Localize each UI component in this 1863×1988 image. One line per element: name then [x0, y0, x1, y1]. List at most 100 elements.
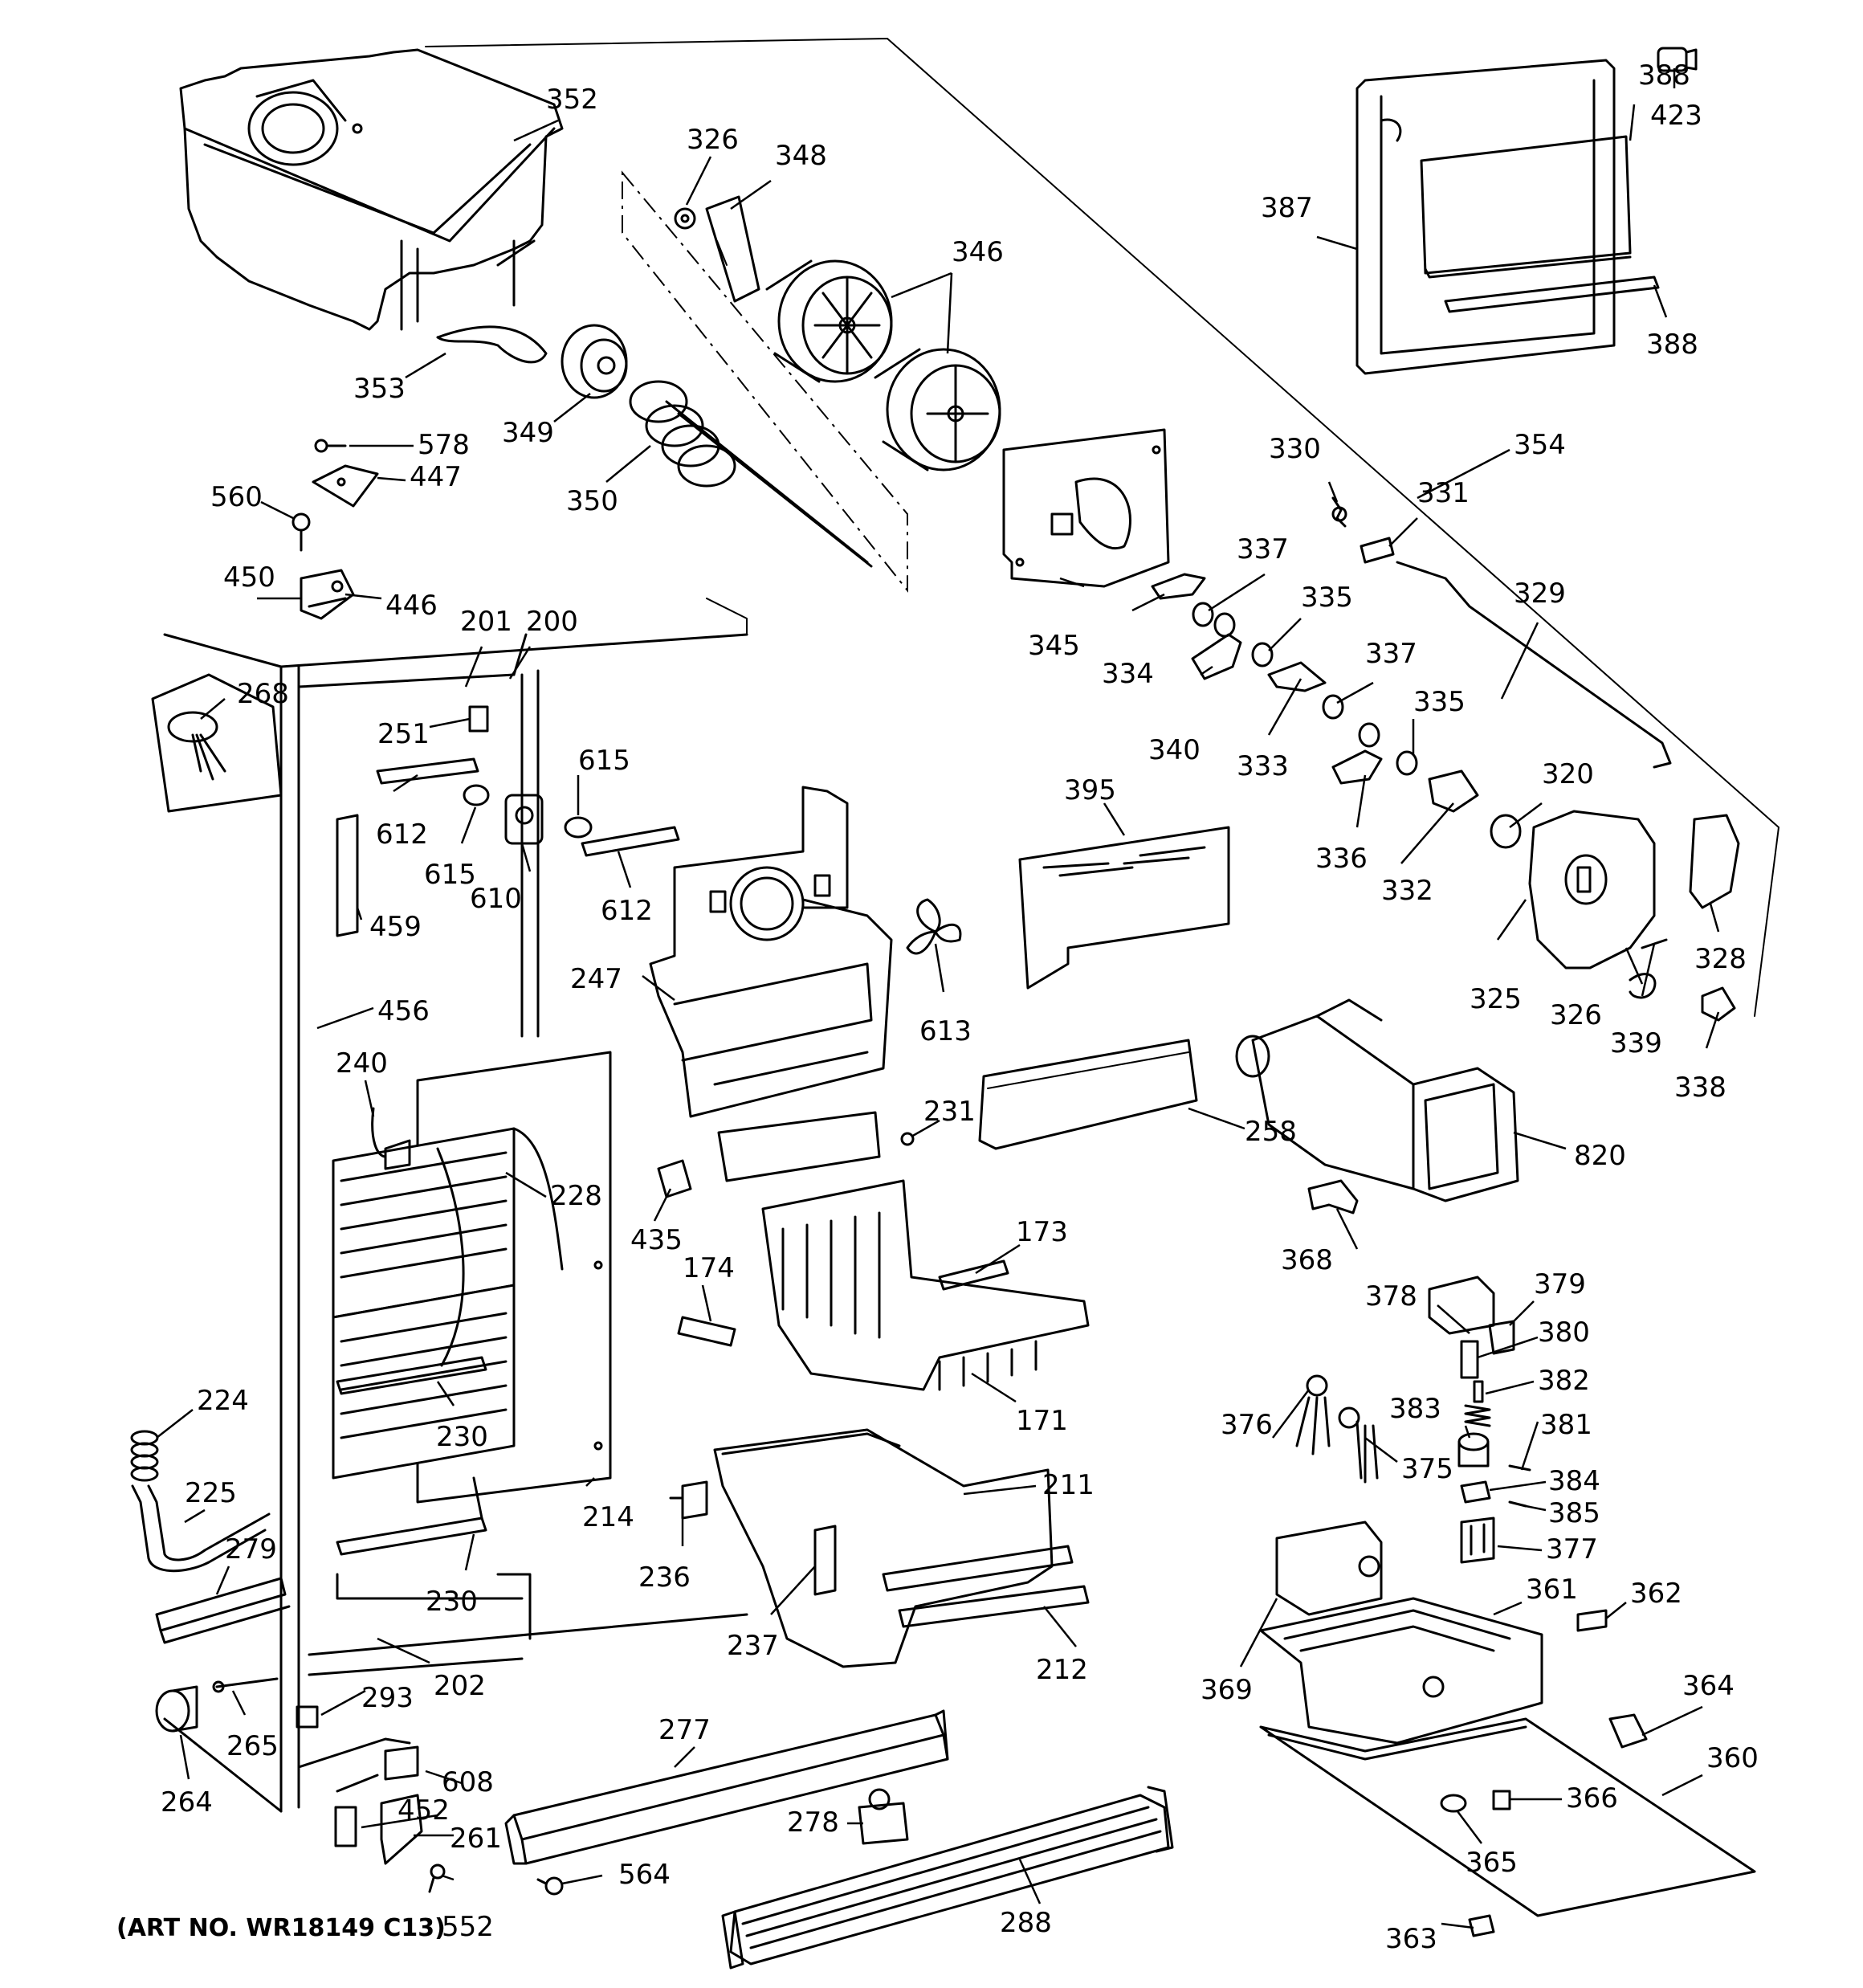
callout-225: 225: [185, 1477, 237, 1509]
callout-375: 375: [1401, 1453, 1453, 1485]
spring-383: [1464, 1404, 1491, 1427]
clip-326: [1629, 973, 1657, 999]
screw-560: [291, 512, 311, 552]
heater-230: [336, 1356, 487, 1556]
plate-452: [334, 1806, 357, 1847]
callout-320: 320: [1542, 758, 1594, 790]
callout-334: 334: [1102, 658, 1154, 690]
solenoid-378: [1428, 1276, 1495, 1335]
callout-237: 237: [727, 1630, 779, 1662]
callout-352: 352: [546, 84, 598, 116]
callout-labels: 352 326 348 346 388 423 387 388 353 349 …: [161, 59, 1759, 1955]
callout-366: 366: [1566, 1782, 1618, 1815]
spacer-320: [1490, 814, 1522, 849]
callout-564: 564: [618, 1859, 671, 1891]
callout-349: 349: [502, 417, 554, 449]
callout-378: 378: [1365, 1280, 1417, 1312]
fitting-364: [1608, 1713, 1648, 1749]
callout-332: 332: [1381, 875, 1433, 907]
plate-348: [705, 195, 760, 303]
motor-housing-325: [1528, 810, 1656, 970]
callout-279: 279: [225, 1533, 277, 1565]
callout-423: 423: [1650, 100, 1702, 132]
callout-452: 452: [397, 1794, 450, 1827]
callout-174: 174: [683, 1252, 735, 1284]
callout-212: 212: [1036, 1654, 1088, 1686]
tray-360: [1259, 1717, 1756, 1917]
callout-435: 435: [630, 1224, 683, 1256]
callout-231: 231: [923, 1096, 976, 1128]
fan-blade-613: [906, 898, 962, 955]
callout-388-bottom: 388: [1646, 329, 1698, 361]
callout-236: 236: [638, 1561, 691, 1594]
callout-369: 369: [1201, 1674, 1253, 1706]
rod-329: [1396, 561, 1672, 769]
callout-612-right: 612: [601, 895, 653, 927]
cabinet-outline: [163, 38, 1779, 1813]
callout-388-top: 388: [1638, 59, 1690, 92]
leader-lines: [156, 68, 1720, 1929]
switch-251: [468, 705, 489, 733]
storage-bin-211: [713, 1428, 1074, 1668]
lever-331: [1360, 537, 1395, 564]
nut-384: [1460, 1480, 1491, 1504]
bracket-447: [312, 464, 379, 508]
callout-381: 381: [1540, 1409, 1592, 1441]
cover-328: [1689, 814, 1740, 909]
light-socket-inset-268: [151, 673, 283, 813]
callout-456: 456: [377, 995, 430, 1027]
clip-435: [657, 1159, 692, 1198]
cover-258: [978, 1039, 1198, 1150]
callout-330: 330: [1269, 433, 1321, 465]
callout-340: 340: [1148, 734, 1201, 766]
callout-361: 361: [1526, 1574, 1578, 1606]
bracket-612-right: [581, 826, 680, 857]
clip-368: [1307, 1179, 1359, 1214]
callout-264: 264: [161, 1786, 213, 1819]
callout-395: 395: [1064, 774, 1116, 806]
rail-277: [504, 1709, 949, 1865]
callout-335-upper: 335: [1301, 582, 1353, 614]
callout-240: 240: [336, 1047, 388, 1080]
bracket-362: [1576, 1609, 1608, 1632]
callout-326-right: 326: [1550, 999, 1602, 1031]
trim-212: [898, 1585, 1090, 1628]
dispenser-door-387: [1355, 59, 1660, 375]
motor-369: [1275, 1521, 1383, 1616]
callout-337-lower: 337: [1365, 638, 1417, 670]
callout-608: 608: [442, 1766, 494, 1798]
bushing-615-right: [564, 816, 593, 839]
bracket-338: [1701, 986, 1736, 1022]
callout-368: 368: [1281, 1244, 1333, 1276]
callout-338: 338: [1674, 1072, 1726, 1104]
panel-395: [1018, 826, 1230, 990]
rail-279: [155, 1577, 291, 1644]
wire-353: [436, 325, 548, 364]
callout-224: 224: [197, 1385, 249, 1417]
ice-maker-820: [1235, 998, 1519, 1202]
cam-332: [1428, 769, 1479, 813]
hinge-293: [296, 1705, 319, 1729]
callout-278: 278: [787, 1806, 839, 1839]
bushing-376: [1295, 1374, 1331, 1455]
callout-447: 447: [410, 461, 462, 493]
gear-334: [1151, 573, 1206, 600]
sleeve-380: [1460, 1340, 1479, 1379]
callout-200: 200: [526, 606, 578, 638]
bearing-349: [561, 324, 628, 399]
washer-385: [1508, 1500, 1527, 1508]
auger-350: [629, 380, 873, 568]
spring-224: [130, 1430, 159, 1482]
spacer-337-b: [1322, 694, 1380, 748]
callout-325: 325: [1470, 983, 1522, 1015]
coil-383: [1457, 1432, 1490, 1468]
callout-578: 578: [418, 429, 470, 461]
callout-173: 173: [1016, 1216, 1068, 1248]
spacer-337-a: [1192, 602, 1236, 638]
callout-615-lower: 615: [424, 859, 476, 891]
callout-612-left: 612: [376, 818, 428, 851]
callout-346: 346: [952, 236, 1004, 268]
shroud-base-247: [717, 1111, 881, 1182]
callout-560: 560: [210, 481, 263, 513]
callout-251: 251: [377, 718, 430, 750]
